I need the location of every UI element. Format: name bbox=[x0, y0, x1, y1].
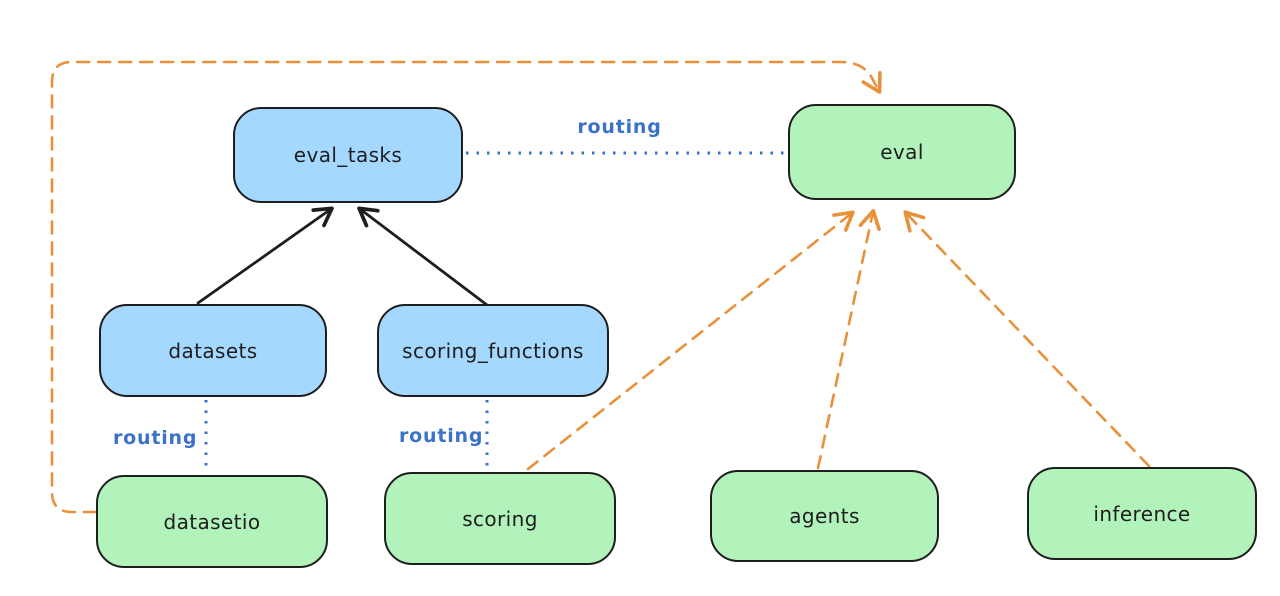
node-inference-label: inference bbox=[1093, 501, 1191, 526]
edge-label-routing-scoring: routing bbox=[399, 425, 484, 447]
node-datasetio-label: datasetio bbox=[163, 509, 261, 534]
edge-datasets-to-eval-tasks bbox=[196, 206, 334, 305]
node-eval-tasks: eval_tasks bbox=[233, 107, 463, 203]
node-datasets-label: datasets bbox=[168, 338, 258, 363]
edge-scoring-functions-to-eval-tasks bbox=[357, 206, 489, 307]
edge-datasetio-to-eval-around bbox=[50, 60, 882, 514]
node-datasets: datasets bbox=[99, 304, 327, 397]
edge-scoring-to-eval bbox=[526, 210, 855, 471]
node-eval-label: eval bbox=[880, 140, 924, 164]
node-agents-label: agents bbox=[789, 504, 860, 528]
node-eval-tasks-label: eval_tasks bbox=[293, 143, 403, 167]
edge-agents-to-eval bbox=[816, 209, 881, 470]
edge-label-routing-top: routing bbox=[577, 116, 662, 138]
node-inference: inference bbox=[1027, 467, 1257, 560]
node-scoring: scoring bbox=[384, 472, 616, 565]
node-scoring-functions-label: scoring_functions bbox=[402, 338, 584, 363]
node-datasetio: datasetio bbox=[96, 475, 328, 568]
node-scoring-label: scoring bbox=[462, 506, 538, 531]
node-scoring-functions: scoring_functions bbox=[377, 304, 609, 397]
node-agents: agents bbox=[710, 470, 939, 562]
edge-label-routing-datasets: routing bbox=[113, 427, 198, 449]
edge-inference-to-eval bbox=[903, 210, 1151, 468]
node-eval: eval bbox=[788, 104, 1016, 200]
